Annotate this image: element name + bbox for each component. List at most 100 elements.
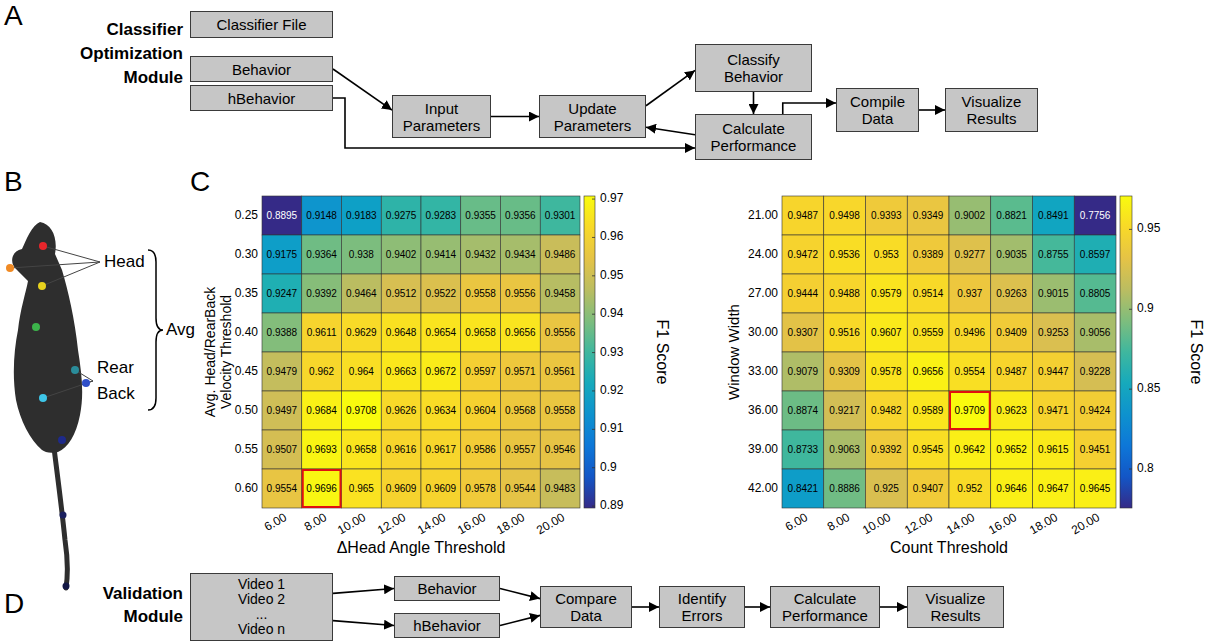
heatmap-cell [824,352,866,391]
colorbar-tick-label: 0.94 [600,307,623,321]
cell-value: 0.9277 [955,249,986,261]
colorbar-title: F1 Score [1187,320,1205,385]
heatmap-cell [907,391,949,430]
colorbar-tick-label: 0.95 [1137,222,1160,236]
cell-value: 0.9444 [788,288,819,300]
heatmap-cell [421,313,461,352]
cell-value: 0.9434 [505,249,536,261]
tick-label: 0.40 [235,326,258,340]
cell-value: 0.9002 [955,210,986,222]
colorbar-tick-label: 0.91 [600,422,623,436]
cell-value: 0.9483 [545,483,576,495]
box-label: Classifier File [216,16,306,33]
box-label: Visualize Results [951,93,1032,127]
heatmap-cell [381,391,421,430]
heatmap-cell [1074,313,1116,352]
box-label: Video 2 [238,592,285,607]
colorbar-tick [1129,389,1132,390]
cell-value: 0.9392 [871,444,902,456]
heatmap-cell [1074,235,1116,274]
heatmap-cell [824,274,866,313]
cell-value: 0.9617 [426,444,457,456]
heatmap-cell [461,313,501,352]
heatmap-cell [381,352,421,391]
cell-value: 0.9364 [306,249,337,261]
heatmap-cell [866,391,908,430]
heatmap-cell [342,469,382,508]
heatmap-cell [262,430,302,469]
heatmap-cell [421,274,461,313]
heatmap-cell [540,235,580,274]
heatmap-cell [866,352,908,391]
cell-value: 0.9654 [426,327,457,339]
process-box: Visualize Results [907,586,1004,628]
heatmap-cell [540,196,580,235]
axis-title: Window Width [726,304,742,400]
tick-label: 18.00 [1028,511,1061,538]
keypoint-dot [60,512,67,519]
cell-value: 0.925 [874,483,899,495]
heatmap-cell [991,196,1033,235]
heatmap-cell [461,274,501,313]
heatmap-cell [949,313,991,352]
heatmap-cell [782,469,824,508]
cell-value: 0.9554 [955,366,986,378]
cell-value: 0.9597 [465,366,496,378]
heatmap-cell [302,235,342,274]
heatmap-cell [421,196,461,235]
heatmap-cell [907,313,949,352]
heatmap-cell [1074,469,1116,508]
cell-value: 0.9658 [465,327,496,339]
cell-value: 0.8491 [1038,210,1069,222]
flow-arrow [646,127,695,134]
cell-value: 0.9402 [386,249,417,261]
heatmap-cell [824,196,866,235]
cell-value: 0.9609 [426,483,457,495]
cell-value: 0.9301 [545,210,576,222]
heatmap-cell [782,352,824,391]
flow-arrow [646,70,695,105]
process-box: Update Parameters [539,95,646,138]
cell-value: 0.9283 [426,210,457,222]
box-label: Identify Errors [665,590,739,624]
cell-value: 0.962 [309,366,334,378]
heatmap-cell [302,274,342,313]
heatmap-cell [421,235,461,274]
cell-value: 0.9479 [267,366,298,378]
tick-label: 0.30 [235,248,258,262]
heatmap-cell [1033,235,1075,274]
heatmap-cell [1033,274,1075,313]
tick-label: 42.00 [748,482,778,496]
heatmap-cell [302,391,342,430]
cell-value: 0.8895 [267,210,298,222]
cell-value: 0.9015 [1038,288,1069,300]
colorbar-tick-label: 0.96 [600,231,623,245]
process-box: Video 1Video 2...Video n [190,573,333,641]
colorbar-tick-label: 0.8 [1137,462,1154,476]
cell-value: 0.9496 [955,327,986,339]
heatmap-cell [949,274,991,313]
module-label: Validation Module [103,582,183,628]
heatmap-cell [262,196,302,235]
heatmap-cell [501,391,541,430]
box-label: Visualize Results [913,590,998,624]
heatmap-cell [540,274,580,313]
cell-value: 0.9672 [426,366,457,378]
cell-value: 0.9647 [1038,483,1069,495]
keypoint-dot [82,379,90,387]
tick-label: 30.00 [748,326,778,340]
flow-arrow [783,103,836,114]
axis-title: Avg. Head/RearBack Velocity Threshold [202,277,234,427]
cell-value: 0.9658 [346,444,377,456]
tick-label: 20.00 [535,511,568,538]
cell-value: 0.9388 [267,327,298,339]
heatmap-cell [824,235,866,274]
cell-value: 0.9407 [913,483,944,495]
process-box: Input Parameters [392,95,491,138]
cell-value: 0.9148 [306,210,337,222]
heatmap-cell [302,313,342,352]
heatmap-cell [824,430,866,469]
cell-value: 0.9056 [1080,327,1111,339]
heatmap-cell [824,469,866,508]
flow-arrow [333,589,394,594]
